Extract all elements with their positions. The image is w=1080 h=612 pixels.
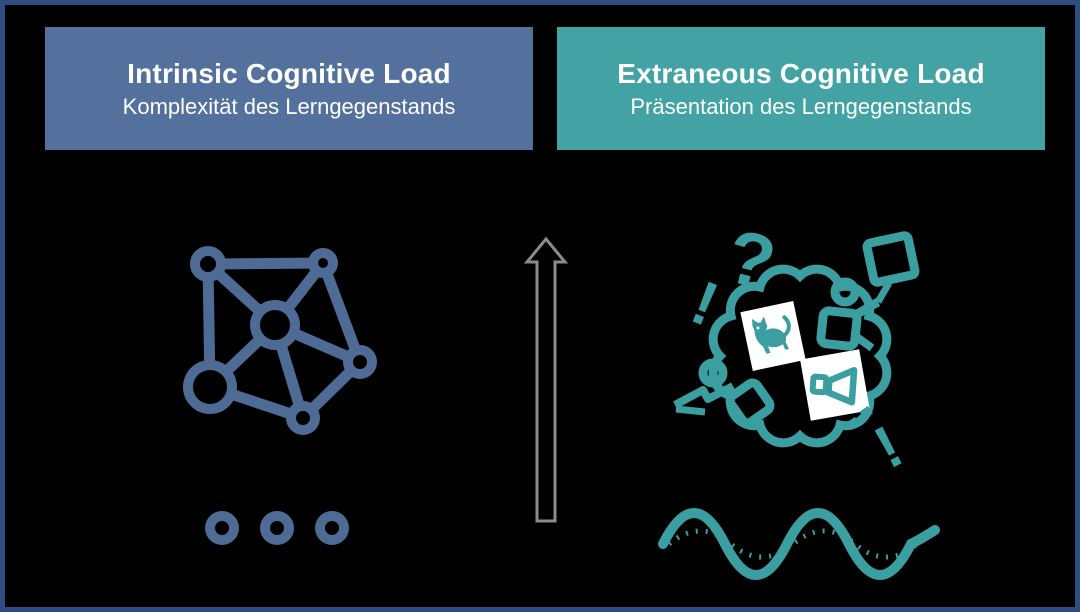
extraneous-title: Extraneous Cognitive Load [617, 57, 985, 89]
person-holding-sign-icon [816, 231, 920, 352]
question-mark-symbol: ? [718, 213, 784, 307]
sine-wave-icon [658, 508, 940, 580]
network-node [308, 248, 338, 278]
intrinsic-subtitle: Komplexität des Lerngegenstands [122, 93, 456, 119]
megaphone-icon [809, 367, 858, 406]
ellipsis-dots-icon [205, 511, 349, 545]
network-node [183, 360, 237, 414]
intrinsic-header: Intrinsic Cognitive Load Komplexität des… [45, 27, 533, 150]
network-node [250, 300, 300, 350]
person-reading-icon [673, 358, 775, 428]
network-node [190, 246, 226, 282]
network-icon [183, 246, 377, 435]
exclamation-right-symbol: ! [864, 413, 913, 482]
cat-icon [752, 316, 790, 354]
extraneous-subtitle: Präsentation des Lerngegenstands [630, 93, 972, 119]
cat-picture-card [740, 301, 806, 371]
megaphone-picture-card [800, 349, 870, 421]
extraneous-header: Extraneous Cognitive Load Präsentation d… [557, 27, 1045, 150]
network-node [286, 401, 320, 435]
exclamation-left-symbol: ! [682, 268, 727, 340]
upward-arrow-icon [523, 236, 569, 523]
thought-cloud-illustration: ? ! ! [673, 213, 920, 482]
dash-dots-icon [846, 405, 873, 430]
intrinsic-title: Intrinsic Cognitive Load [127, 57, 451, 89]
network-node [343, 345, 377, 379]
